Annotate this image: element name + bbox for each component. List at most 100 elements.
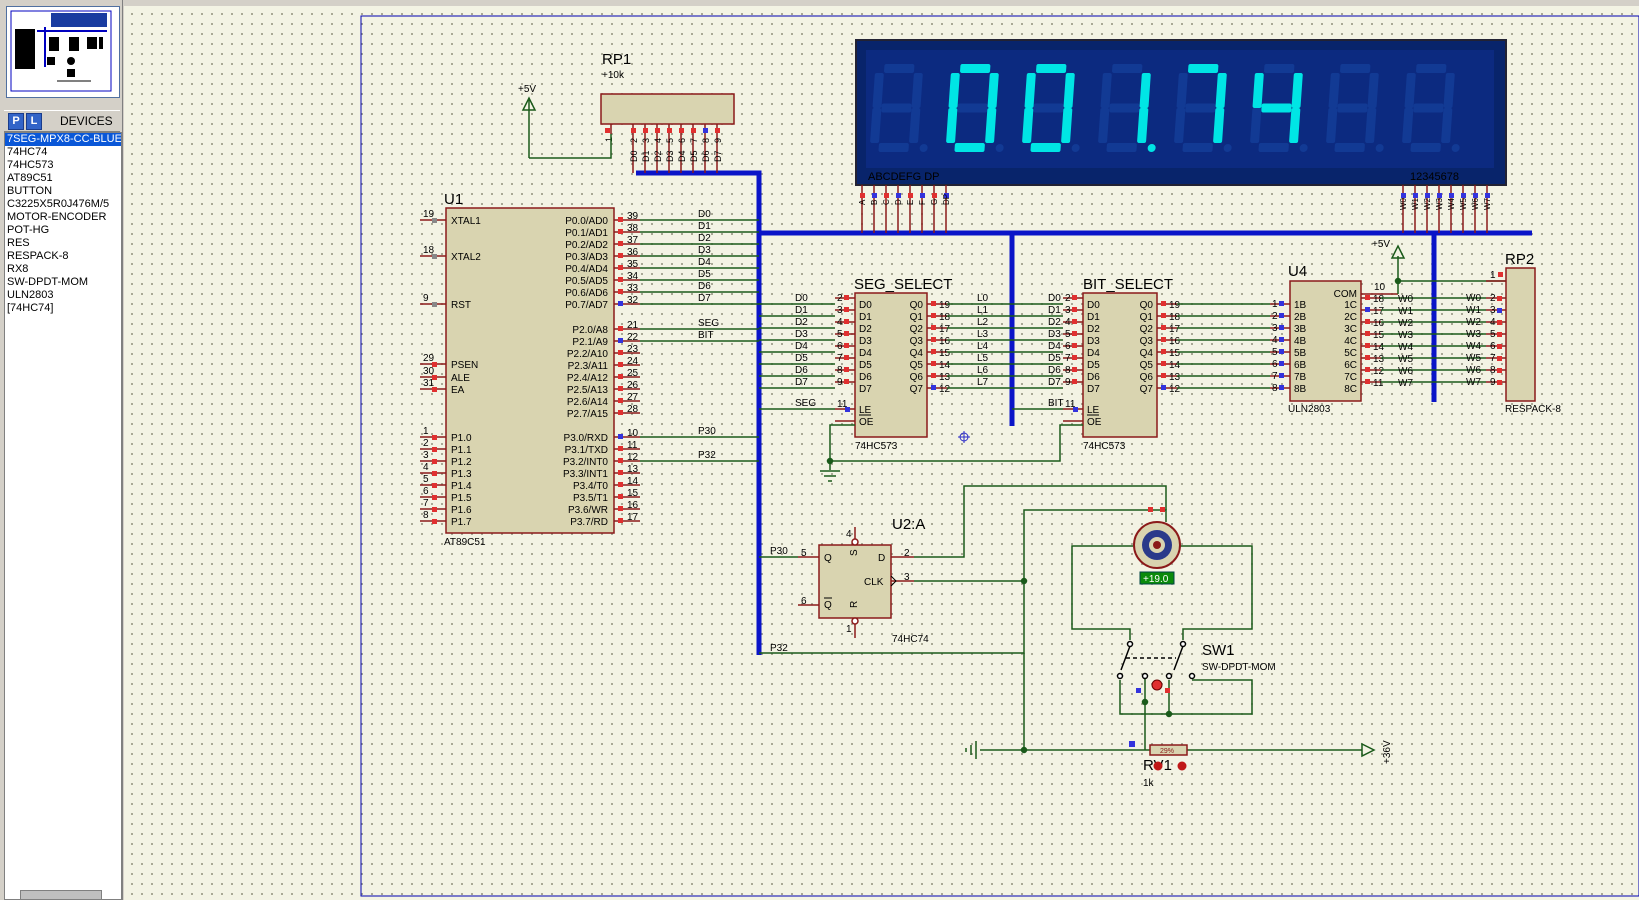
device-item[interactable]: 74HC573 xyxy=(7,159,54,171)
u2a-d-pin: D xyxy=(878,553,885,564)
u4-out-num: 15 xyxy=(1373,330,1385,341)
u1-left-pin-num: 5 xyxy=(423,474,429,485)
rp2-net: W6 xyxy=(1466,365,1481,376)
rp2-pin-num: 2 xyxy=(1490,293,1496,304)
latch-out-num: 15 xyxy=(1169,348,1181,359)
display-digit-7 xyxy=(1402,64,1460,152)
latch-in-net: D5 xyxy=(1048,353,1061,364)
u4-in-pin: 5B xyxy=(1294,348,1307,359)
power-5v-com xyxy=(1390,244,1506,294)
latch-out-num: 12 xyxy=(939,384,951,395)
u4-out-pin: 7C xyxy=(1344,372,1357,383)
latch-in-pin: D5 xyxy=(859,360,872,371)
u2a-flip-flop[interactable]: U2:A 74HC74 Q Q D CLK S R 5 6 2 3 4 1 xyxy=(798,516,929,645)
overview-map[interactable] xyxy=(6,6,120,98)
latch-out-num: 15 xyxy=(939,348,951,359)
latch-in-net: D4 xyxy=(1048,341,1061,352)
device-item[interactable]: ULN2803 xyxy=(7,289,54,301)
latch-le-net: BIT xyxy=(1048,398,1064,409)
pick-devices-button[interactable]: P xyxy=(8,113,24,130)
overview-map-thumbnail xyxy=(10,10,112,92)
rp1-pin-net: D3 xyxy=(665,150,675,162)
u4-in-pin: 7B xyxy=(1294,372,1307,383)
library-manager-button[interactable]: L xyxy=(26,113,42,130)
latch-oe: OE xyxy=(859,417,874,428)
rp1-pin-net: D4 xyxy=(677,150,687,162)
u4-in-pin: 8B xyxy=(1294,384,1307,395)
latch-oe: OE xyxy=(1087,417,1102,428)
device-item[interactable]: RES xyxy=(7,237,30,249)
u4-com-pin: COM xyxy=(1334,289,1357,300)
latch-out-num: 16 xyxy=(1169,336,1181,347)
display-segment-pin: F xyxy=(918,200,927,205)
u1-right-pin-num: 27 xyxy=(627,392,639,403)
u1-left-pin-name: P1.5 xyxy=(451,493,472,504)
pot-ground xyxy=(965,741,977,759)
latch-out-num: 14 xyxy=(1169,360,1181,371)
u1-net-label: D3 xyxy=(698,245,711,256)
latch-in-pin: D2 xyxy=(1087,324,1100,335)
rp2-pin-num: 9 xyxy=(1490,377,1496,388)
display-segment-pin: E xyxy=(906,200,915,205)
latch-in-pin: D5 xyxy=(1087,360,1100,371)
device-item[interactable]: C3225X5R0J476M/5 xyxy=(7,198,110,210)
device-item[interactable]: RX8 xyxy=(7,263,29,275)
device-item[interactable]: [74HC74] xyxy=(7,302,54,314)
latch-in-num: 4 xyxy=(1065,317,1071,328)
u1-right-pin-num: 36 xyxy=(627,247,639,258)
latch-out-pin: Q3 xyxy=(910,336,924,347)
u1-left-pin-num: 1 xyxy=(423,426,429,437)
u4-out-num: 14 xyxy=(1373,342,1385,353)
latch-out-pin: Q6 xyxy=(1140,372,1154,383)
u4-in-num: 6 xyxy=(1272,359,1278,370)
u4-in-pin: 4B xyxy=(1294,336,1307,347)
latch-out-pin: Q7 xyxy=(1140,384,1154,395)
latch-in-num: 5 xyxy=(837,329,843,340)
u4-out-net: W6 xyxy=(1398,366,1413,377)
display-digit-pin: W6 xyxy=(1471,197,1480,210)
motor-wiring xyxy=(759,485,1362,754)
rp2-ref: RP2 xyxy=(1505,251,1534,268)
u4-in-pin: 1B xyxy=(1294,300,1307,311)
device-item[interactable]: MOTOR-ENCODER xyxy=(7,211,107,223)
device-item[interactable]: RESPACK-8 xyxy=(7,250,69,262)
u4-out-net: W2 xyxy=(1398,318,1413,329)
u1-microcontroller[interactable]: U1 AT89C51 19XTAL118XTAL29RST29PSEN30ALE… xyxy=(420,191,759,548)
device-item[interactable]: AT89C51 xyxy=(7,172,53,184)
latch-out-net: L1 xyxy=(977,305,989,316)
latch-in-num: 3 xyxy=(1065,305,1071,316)
u1-left-pin-name: ALE xyxy=(451,373,470,384)
rv1-potentiometer[interactable]: 29% RV1 1k xyxy=(1129,741,1188,789)
latch-in-num: 9 xyxy=(837,377,843,388)
rp2-pin1-num: 1 xyxy=(1490,270,1496,281)
horizontal-scrollbar[interactable] xyxy=(20,890,102,900)
sw1-switch[interactable]: SW1 SW-DPDT-MOM xyxy=(1116,640,1276,694)
display-digit-pin: W7 xyxy=(1483,197,1492,210)
u1-right-pin-name: P3.6/WR xyxy=(568,505,608,516)
device-item[interactable]: SW-DPDT-MOM xyxy=(7,276,89,288)
seg-select-ref: SEG_SELECT xyxy=(854,276,952,293)
u1-right-pin-name: P2.6/A14 xyxy=(567,397,609,408)
u1-right-pin-num: 24 xyxy=(627,356,639,367)
rp2-pin-num: 8 xyxy=(1490,365,1496,376)
device-item[interactable]: 7SEG-MPX8-CC-BLUE xyxy=(5,133,121,146)
u1-right-pin-name: P3.7/RD xyxy=(570,517,608,528)
device-item[interactable]: POT-HG xyxy=(7,224,50,236)
latch-out-net: L7 xyxy=(977,377,989,388)
display-digit-2 xyxy=(1022,64,1080,152)
motor-encoder[interactable]: +19.0 xyxy=(1133,507,1181,585)
latch-out-num: 12 xyxy=(1169,384,1181,395)
display-segment-pin: B xyxy=(870,200,879,205)
device-item[interactable]: BUTTON xyxy=(7,185,53,197)
device-item[interactable]: 74HC74 xyxy=(7,146,48,158)
u1-right-pin-num: 14 xyxy=(627,476,639,487)
